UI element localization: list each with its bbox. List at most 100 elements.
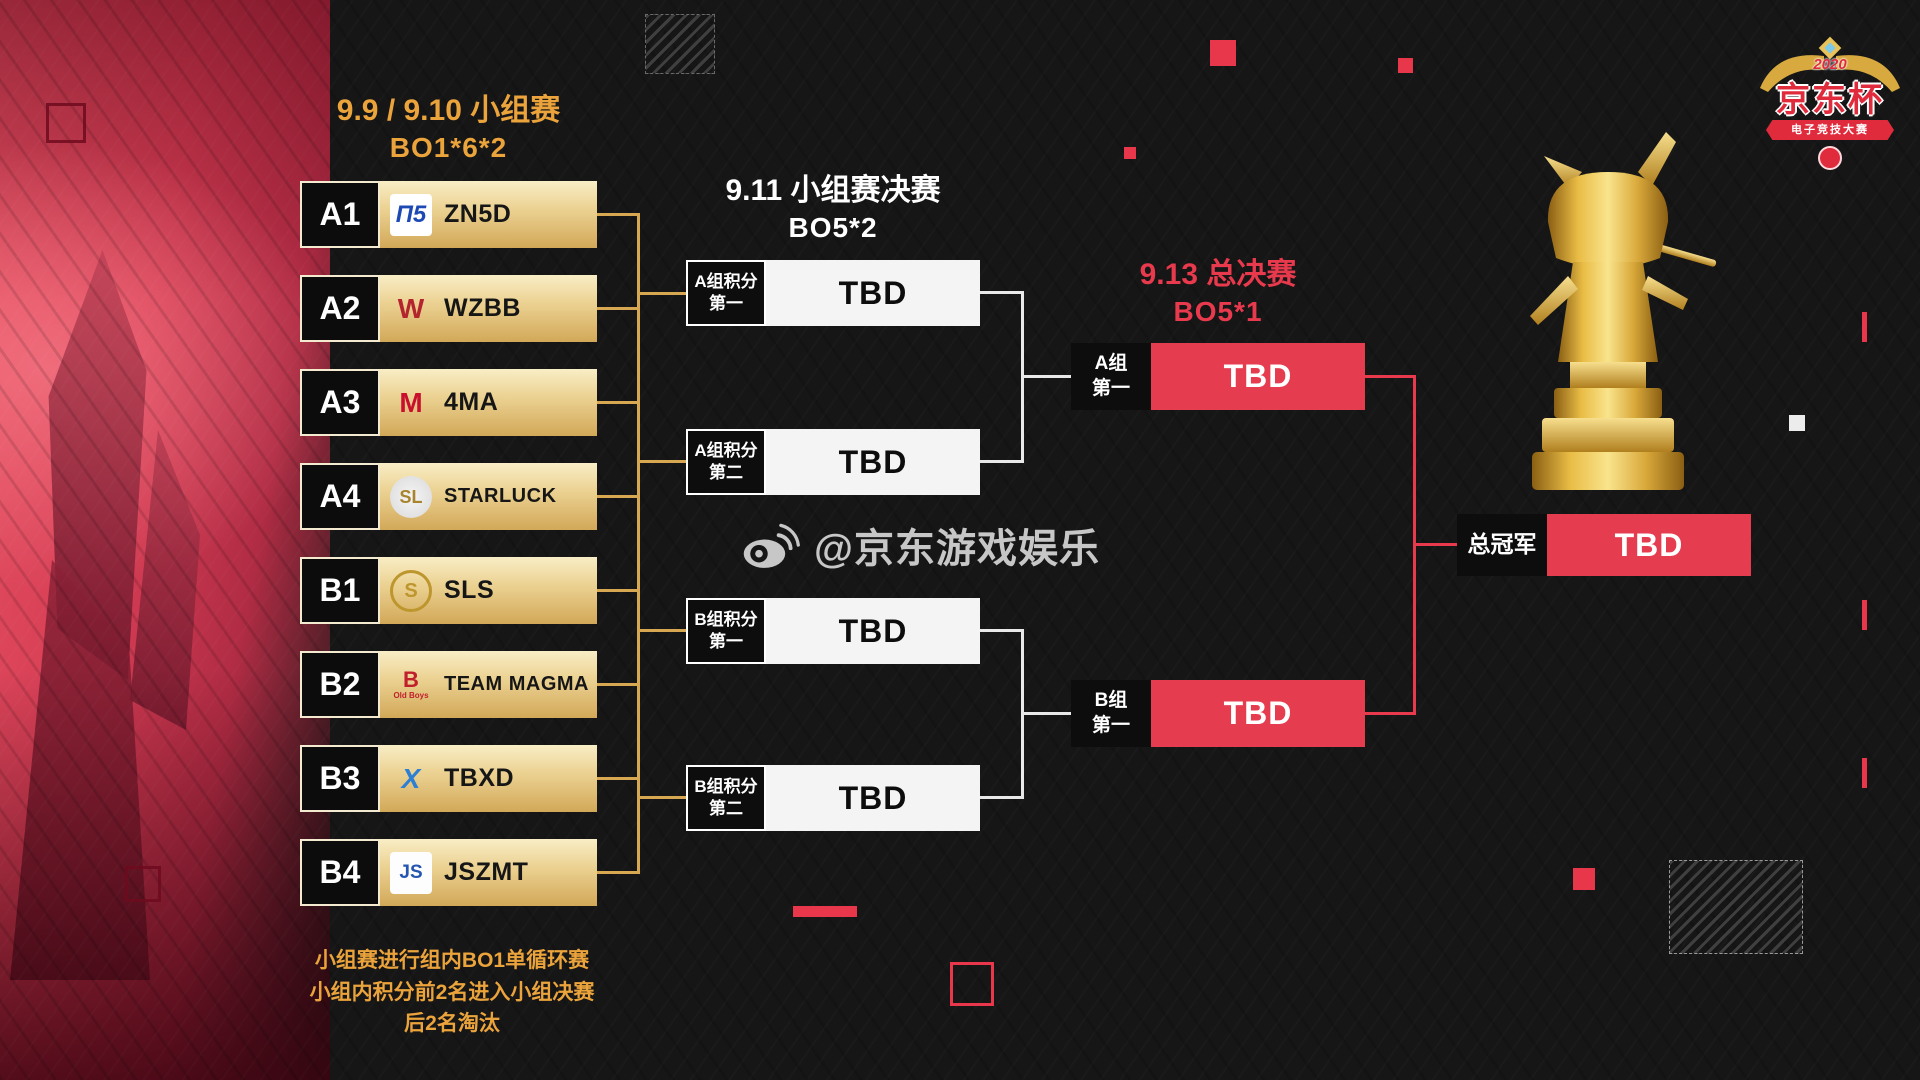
left-background-art	[0, 0, 330, 1080]
team-row: B2 B Old Boys TEAM MAGMA	[300, 651, 597, 718]
bracket-connector	[637, 213, 640, 874]
team-logo-icon: S	[390, 569, 432, 612]
team-plate: JS JSZMT	[380, 839, 597, 906]
team-name: 4MA	[444, 388, 499, 416]
bracket-connector	[980, 291, 1024, 294]
team-logo-icon: Π5	[390, 193, 432, 236]
team-logo-icon: B Old Boys	[393, 667, 429, 700]
weibo-handle: @京东游戏娱乐	[814, 527, 1101, 571]
team-row: A2 W WZBB	[300, 275, 597, 342]
weibo-watermark: @京东游戏娱乐	[742, 516, 1100, 574]
team-seed: B1	[300, 557, 380, 624]
slot-value: TBD	[766, 598, 980, 664]
bracket-connector	[980, 460, 1024, 463]
outline-square-decoration	[46, 103, 86, 143]
team-seed: B4	[300, 839, 380, 906]
team-name: JSZMT	[444, 858, 529, 886]
slot-label: B组积分第一	[686, 598, 766, 664]
team-logo-icon: JS	[390, 851, 432, 894]
bracket-connector	[637, 460, 686, 463]
footnote-line: 后2名淘汰	[404, 1012, 500, 1035]
team-plate: S SLS	[380, 557, 597, 624]
team-seed: A4	[300, 463, 380, 530]
team-name: WZBB	[444, 294, 521, 322]
finals-date: 9.13 总决赛	[1139, 258, 1297, 291]
team-plate: Π5 ZN5D	[380, 181, 597, 248]
semifinal-slot: A组积分第二 TBD	[686, 429, 980, 495]
event-logo-banner: 电子竞技大赛	[1766, 120, 1894, 140]
footnote-line: 小组内积分前2名进入小组决赛	[309, 980, 595, 1004]
team-row: B3 X TBXD	[300, 745, 597, 812]
hatch-decoration	[1669, 860, 1803, 954]
bracket-connector	[637, 292, 686, 295]
team-logo-icon: SL	[390, 475, 432, 518]
dash-decoration	[1862, 600, 1867, 630]
semifinal-date: 9.11 小组赛决赛	[725, 174, 941, 207]
team-plate: B Old Boys TEAM MAGMA	[380, 651, 597, 718]
final-slot: A组第一 TBD	[1071, 343, 1365, 410]
bracket-connector	[1365, 375, 1416, 378]
team-name: ZN5D	[444, 200, 512, 228]
team-name: TEAM MAGMA	[444, 673, 589, 695]
finals-title: 9.13 总决赛 BO5*1	[1071, 256, 1365, 329]
semifinal-title: 9.11 小组赛决赛 BO5*2	[686, 172, 980, 245]
bracket-connector	[1021, 712, 1071, 715]
semifinal-slot: B组积分第一 TBD	[686, 598, 980, 664]
dash-decoration	[793, 906, 857, 917]
dash-decoration	[1862, 758, 1867, 788]
team-seed: A2	[300, 275, 380, 342]
slot-value: TBD	[1151, 343, 1365, 410]
semifinal-slot: B组积分第二 TBD	[686, 765, 980, 831]
crystal-shape	[130, 430, 200, 730]
team-logo-icon: X	[401, 762, 421, 794]
slot-label: A组第一	[1071, 343, 1151, 410]
team-logo-icon: M	[399, 386, 423, 418]
slot-value: TBD	[1151, 680, 1365, 747]
team-list: A1 Π5 ZN5D A2 W WZBB A3 M 4MA A4 SL STA	[300, 181, 597, 906]
bracket-connector	[637, 796, 686, 799]
team-row: A1 Π5 ZN5D	[300, 181, 597, 248]
team-row: A4 SL STARLUCK	[300, 463, 597, 530]
team-plate: W WZBB	[380, 275, 597, 342]
team-seed: B2	[300, 651, 380, 718]
red-square-decoration	[1573, 868, 1595, 890]
final-slot: B组第一 TBD	[1071, 680, 1365, 747]
event-logo-wings-icon	[1760, 36, 1900, 92]
team-seed: A1	[300, 181, 380, 248]
bracket-connector	[597, 683, 640, 686]
bracket-connector	[980, 629, 1024, 632]
slot-value: TBD	[766, 765, 980, 831]
footnote-line: 小组赛进行组内BO1单循环赛	[314, 949, 590, 972]
champion-label: 总冠军	[1457, 514, 1547, 576]
white-square-decoration	[1789, 415, 1805, 431]
semifinal-slot: A组积分第一 TBD	[686, 260, 980, 326]
bracket-connector	[637, 629, 686, 632]
bracket-connector	[1021, 375, 1071, 378]
semifinal-format: BO5*2	[788, 211, 878, 243]
red-square-decoration	[1210, 40, 1236, 66]
bracket-connector	[597, 871, 640, 874]
slot-value: TBD	[766, 429, 980, 495]
group-stage-format: BO1*6*2	[389, 131, 508, 163]
team-name: SLS	[444, 576, 495, 604]
bracket-connector	[1365, 712, 1416, 715]
bracket-connector	[597, 777, 640, 780]
group-stage-title: 9.9 / 9.10 小组赛 BO1*6*2	[300, 92, 597, 165]
event-logo-badge	[1818, 146, 1842, 170]
bracket-connector	[597, 307, 640, 310]
hatch-decoration	[645, 14, 715, 74]
slot-label: A组积分第一	[686, 260, 766, 326]
team-plate: X TBXD	[380, 745, 597, 812]
champion-value: TBD	[1547, 514, 1751, 576]
team-name: TBXD	[444, 764, 515, 792]
bracket-connector	[597, 495, 640, 498]
bracket-connector	[597, 401, 640, 404]
team-row: A3 M 4MA	[300, 369, 597, 436]
team-logo-caption: Old Boys	[393, 691, 429, 700]
outline-square-decoration	[950, 962, 994, 1006]
red-square-decoration	[1124, 147, 1136, 159]
slot-label: B组第一	[1071, 680, 1151, 747]
team-seed: A3	[300, 369, 380, 436]
dash-decoration	[1862, 312, 1867, 342]
